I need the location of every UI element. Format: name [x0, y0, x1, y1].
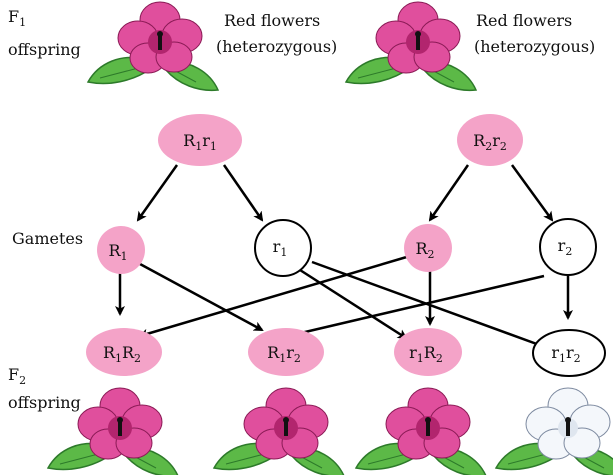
- f1-offspring-label: offspring: [8, 40, 81, 59]
- svg-text:r1R2: r1R2: [409, 343, 443, 365]
- flower-icon: [87, 1, 219, 92]
- svg-text:R1: R1: [108, 241, 127, 263]
- offspring-node-1: R1R2: [86, 328, 162, 376]
- parent-node-2: R2r2: [457, 114, 523, 166]
- gametes-label: Gametes: [12, 229, 83, 248]
- svg-text:R1r1: R1r1: [183, 131, 217, 153]
- svg-text:r1: r1: [273, 237, 288, 259]
- f2-label: F2: [8, 365, 26, 387]
- f1-flower-2-caption-line1: Red flowers: [476, 11, 572, 30]
- offspring-node-4: r1r2: [532, 329, 606, 377]
- flower-icon: [355, 387, 487, 475]
- flower-icon: [47, 387, 179, 475]
- svg-text:R2r2: R2r2: [473, 131, 507, 153]
- gamete-node-2: r1: [254, 219, 312, 277]
- flower-icon: [213, 387, 345, 475]
- offspring-node-2: R1r2: [248, 328, 324, 376]
- svg-text:r1r2: r1r2: [551, 343, 580, 365]
- offspring-node-3: r1R2: [394, 328, 462, 376]
- f1-label: F1: [8, 7, 26, 29]
- arrows: [115, 164, 573, 349]
- parent-node-1: R1r1: [158, 114, 242, 166]
- f1-flower-2-caption-line2: (heterozygous): [474, 37, 595, 56]
- svg-text:r2: r2: [558, 236, 573, 258]
- svg-text:R1r2: R1r2: [267, 343, 301, 365]
- svg-text:R1R2: R1R2: [103, 343, 141, 365]
- flower-icon: [495, 387, 613, 475]
- f1-flower-1-caption-line1: Red flowers: [224, 11, 320, 30]
- gamete-node-1: R1: [97, 226, 145, 274]
- f2-offspring-label: offspring: [8, 393, 81, 412]
- flower-icon: [345, 1, 477, 92]
- gamete-node-4: r2: [539, 218, 597, 276]
- f1-flower-1-caption-line2: (heterozygous): [216, 37, 337, 56]
- gamete-node-3: R2: [404, 224, 452, 272]
- svg-text:R2: R2: [415, 239, 434, 261]
